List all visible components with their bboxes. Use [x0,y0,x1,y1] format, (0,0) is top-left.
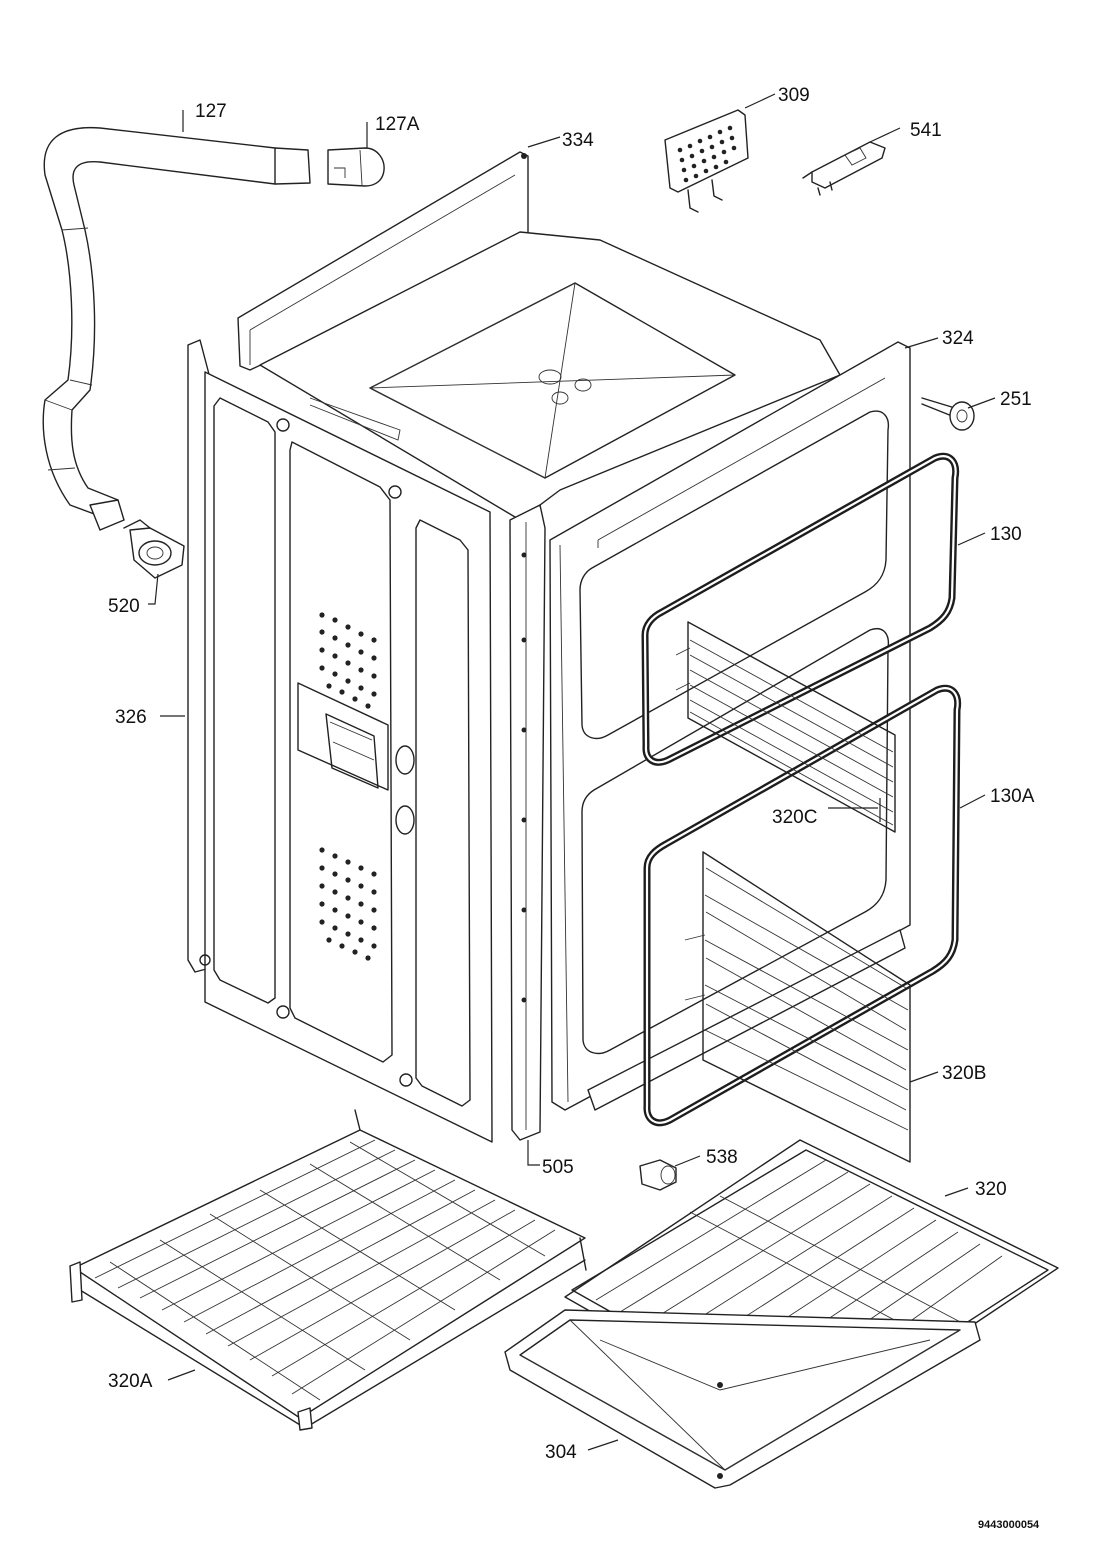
vent-holes-upper [319,612,377,709]
label-320: 320 [975,1179,1007,1200]
vent-holes-lower [319,847,377,961]
label-520: 520 [108,596,140,617]
part-541-switch[interactable] [802,141,886,196]
label-320B: 320B [942,1063,986,1084]
label-251: 251 [1000,389,1032,410]
label-320A: 320A [108,1371,153,1392]
part-labels: 127 127A 334 309 541 324 251 130 520 326… [108,85,1040,1531]
part-326-side-panel[interactable] [187,339,493,1143]
label-130: 130 [990,524,1022,545]
label-309: 309 [778,85,810,106]
label-541: 541 [910,120,942,141]
part-130-gasket-upper[interactable] [641,452,960,766]
part-304-baking-tray[interactable] [504,1309,981,1489]
part-309-grille[interactable] [664,109,749,213]
label-505: 505 [542,1157,574,1178]
label-127A: 127A [375,114,420,135]
label-324: 324 [942,328,974,349]
label-538: 538 [706,1147,738,1168]
part-520-lamp-holder[interactable] [123,519,185,579]
part-320C-shelf-runner[interactable] [675,621,896,833]
label-320C: 320C [772,807,817,828]
part-130A-gasket-lower[interactable] [643,684,962,1127]
part-538-plug[interactable] [639,1159,677,1191]
part-127-hose[interactable] [42,126,311,531]
label-130A: 130A [990,786,1035,807]
leader-lines [148,93,996,1451]
part-505-side-strip[interactable] [509,504,546,1141]
part-127A-connector[interactable] [327,147,385,187]
label-127: 127 [195,101,227,122]
part-251-knob[interactable] [921,397,975,431]
part-320B-shelf-runner[interactable] [684,851,911,1163]
label-304: 304 [545,1442,577,1463]
part-320A-wire-rack[interactable] [69,1109,587,1431]
drawing-number: 9443000054 [978,1519,1040,1531]
label-334: 334 [562,130,594,151]
label-326: 326 [115,707,147,728]
